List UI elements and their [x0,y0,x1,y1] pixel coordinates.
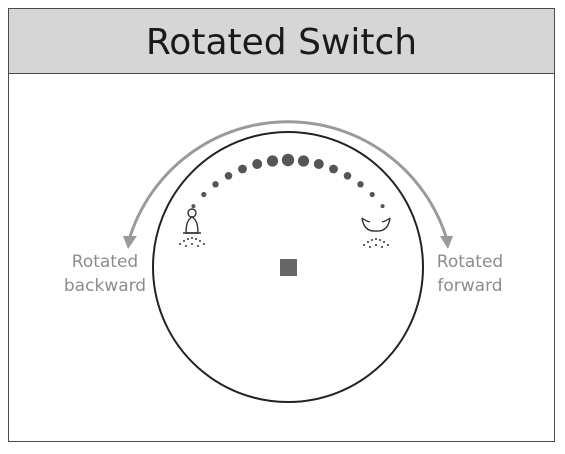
header-bar: Rotated Switch [9,9,554,74]
indicator-dot [201,191,207,198]
indicator-dot [357,181,364,188]
label-backward-line1: Rotated [71,252,139,272]
indicator-dot [369,191,375,198]
indicator-dot [380,204,385,209]
page-title: Rotated Switch [145,21,418,63]
label-rotated-forward: Rotated forward [425,250,515,298]
label-backward-line2: backward [63,276,147,296]
indicator-dot [212,181,219,188]
arrowhead-left [123,236,137,249]
indicator-dot [224,172,233,180]
indicator-dot [281,153,295,167]
indicator-dot [343,172,352,180]
indicator-dot [238,164,247,174]
indicator-dot [266,155,279,167]
arrowhead-right [440,236,453,249]
indicator-dot [329,164,338,174]
hand-gesture-icon [361,217,391,248]
user-bell-icon [179,208,205,247]
indicator-dot [313,159,324,169]
indicator-dot [297,155,310,167]
indicator-dots [191,153,385,209]
rotation-arrow [127,120,449,241]
label-forward-line1: Rotated [436,252,504,272]
square-indicator-icon [280,259,297,276]
label-forward-line2: forward [437,276,503,296]
label-rotated-backward: Rotated backward [50,250,160,298]
indicator-dot [252,159,263,169]
indicator-dot [191,204,196,209]
